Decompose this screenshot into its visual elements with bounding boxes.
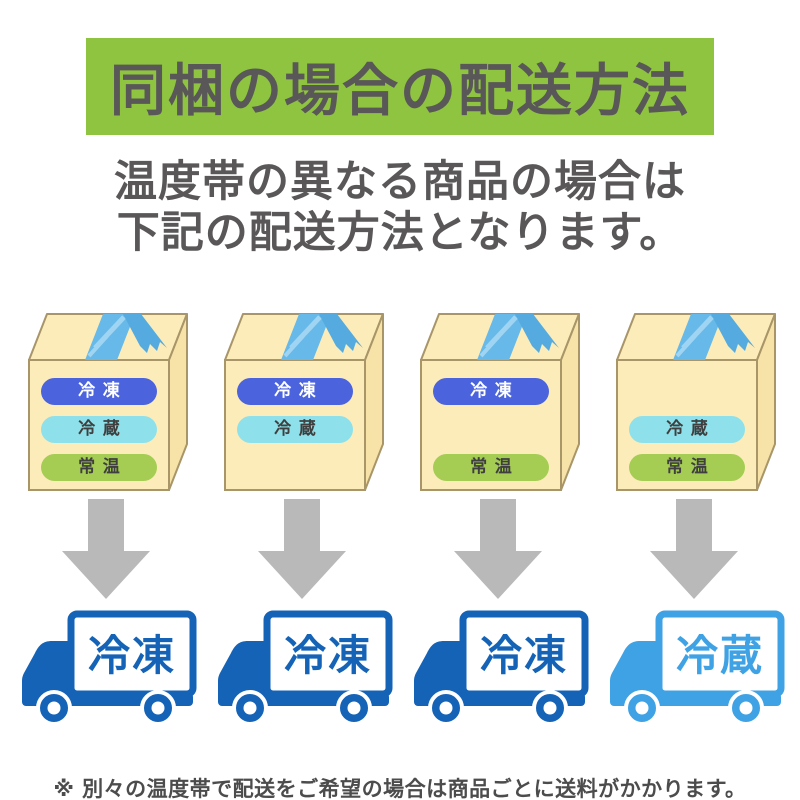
temperature-label: 常温 [433,454,549,482]
down-arrow-icon [60,499,152,601]
shipping-column-1: 冷凍 冷蔵 常温 冷凍 [11,298,201,729]
delivery-truck: 冷凍 [406,609,590,729]
subtitle-line-1: 温度帯の異なる商品の場合は [114,157,686,207]
cardboard-box: 冷凍 冷蔵 [217,298,387,493]
temperature-label: 冷蔵 [237,416,353,444]
shipping-column-3: 冷凍 常温 冷凍 [403,298,593,729]
temperature-label: 冷蔵 [629,416,745,444]
subtitle-line-2: 下記の配送方法となります。 [116,207,684,258]
page-title: 同梱の場合の配送方法 [86,38,714,135]
down-arrow-icon [256,499,348,601]
delivery-truck: 冷蔵 [602,609,786,729]
box-contents: 冷蔵 常温 [629,378,745,488]
truck-temperature-label: 冷蔵 [676,631,764,680]
truck-temperature-label: 冷凍 [480,631,568,680]
temperature-label: 常温 [41,454,157,482]
down-arrow-icon [452,499,544,601]
truck-temperature-label: 冷凍 [88,631,176,680]
cardboard-box: 冷凍 常温 [413,298,583,493]
box-contents: 冷凍 冷蔵 常温 [41,378,157,488]
shipping-column-4: 冷蔵 常温 冷蔵 [599,298,789,729]
delivery-truck: 冷凍 [210,609,394,729]
cardboard-box: 冷凍 冷蔵 常温 [21,298,191,493]
down-arrow-icon [648,499,740,601]
cardboard-box: 冷蔵 常温 [609,298,779,493]
temperature-label: 冷蔵 [41,416,157,444]
truck-temperature-label: 冷凍 [284,631,372,680]
temperature-label: 冷凍 [433,378,549,406]
shipping-column-2: 冷凍 冷蔵 冷凍 [207,298,397,729]
subtitle: 温度帯の異なる商品の場合は 下記の配送方法となります。 [0,157,800,258]
temperature-label: 冷凍 [237,378,353,406]
temperature-label: 冷凍 [41,378,157,406]
delivery-truck: 冷凍 [14,609,198,729]
box-contents: 冷凍 常温 [433,378,549,488]
shipping-diagram: 冷凍 冷蔵 常温 冷凍 [0,298,800,729]
box-contents: 冷凍 冷蔵 [237,378,353,488]
footer-note: ※ 別々の温度帯で配送をご希望の場合は商品ごとに送料がかかります。 [53,777,747,800]
temperature-label: 常温 [629,454,745,482]
